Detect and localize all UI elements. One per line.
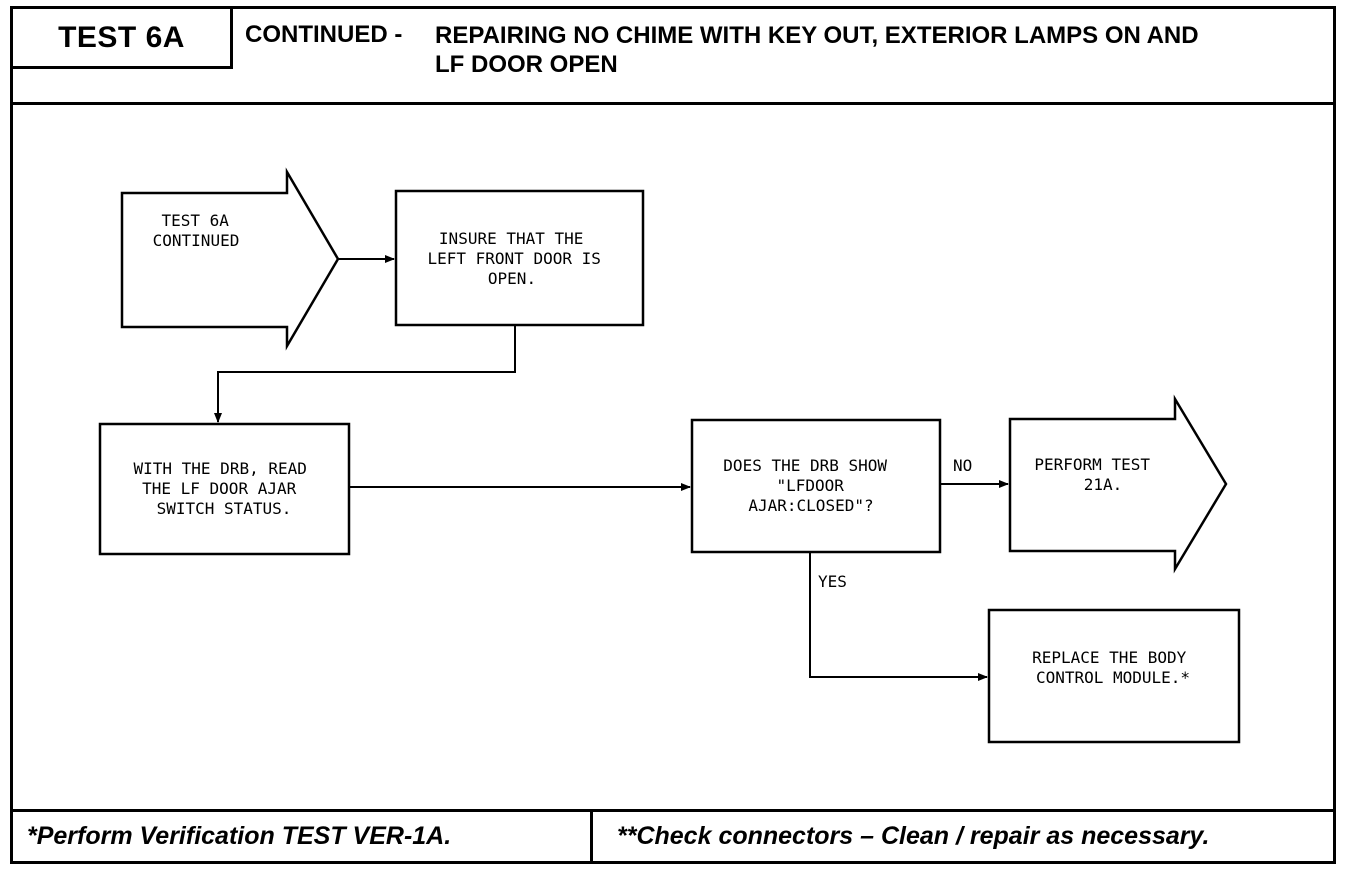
footer-note-left: *Perform Verification TEST VER-1A.: [13, 812, 593, 861]
read-box-line: SWITCH STATUS.: [157, 499, 292, 518]
perform-test-node: PERFORM TEST 21A.: [1008, 394, 1228, 574]
start-node-line: TEST 6A: [161, 211, 229, 230]
replace-box-text: REPLACE THE BODY CONTROL MODULE.*: [1032, 648, 1196, 687]
header: TEST 6A CONTINUED - REPAIRING NO CHIME W…: [13, 9, 1333, 105]
insure-box-line: INSURE THAT THE: [439, 229, 584, 248]
insure-box-text: INSURE THAT THE LEFT FRONT DOOR IS OPEN.: [427, 229, 610, 288]
replace-box-line: REPLACE THE BODY: [1032, 648, 1186, 667]
perform-node-line: 21A.: [1084, 475, 1123, 494]
test-id: TEST 6A: [13, 9, 233, 69]
perform-node-text: PERFORM TEST 21A.: [1034, 455, 1159, 494]
start-node-line: CONTINUED: [153, 231, 240, 250]
insure-box-line: OPEN.: [488, 269, 536, 288]
read-box-text: WITH THE DRB, READ THE LF DOOR AJAR SWIT…: [133, 459, 316, 518]
replace-box-line: CONTROL MODULE.*: [1036, 668, 1190, 687]
read-box-line: WITH THE DRB, READ: [133, 459, 306, 478]
decision-box: DOES THE DRB SHOW "LFDOOR AJAR:CLOSED"?: [690, 418, 942, 554]
arrow-decision-yes: [809, 552, 988, 681]
decision-box-line: DOES THE DRB SHOW: [723, 456, 887, 475]
insure-door-open-box: INSURE THAT THE LEFT FRONT DOOR IS OPEN.: [394, 189, 645, 327]
start-node: TEST 6A CONTINUED: [120, 167, 340, 351]
read-ajar-status-box: WITH THE DRB, READ THE LF DOOR AJAR SWIT…: [98, 422, 351, 556]
read-box-line: THE LF DOOR AJAR: [142, 479, 296, 498]
diagram-frame: TEST 6A CONTINUED - REPAIRING NO CHIME W…: [10, 6, 1336, 864]
page-title: REPAIRING NO CHIME WITH KEY OUT, EXTERIO…: [435, 21, 1315, 79]
footer: *Perform Verification TEST VER-1A. **Che…: [13, 809, 1333, 861]
arrow-insure-to-read: [214, 325, 516, 423]
start-node-text: TEST 6A CONTINUED: [153, 211, 240, 250]
decision-box-line: "LFDOOR: [776, 476, 844, 495]
yes-label: YES: [818, 572, 847, 591]
title-line-2: LF DOOR OPEN: [435, 51, 618, 78]
perform-node-line: PERFORM TEST: [1034, 455, 1150, 474]
replace-module-box: REPLACE THE BODY CONTROL MODULE.*: [987, 608, 1241, 744]
insure-box-line: LEFT FRONT DOOR IS: [427, 249, 600, 268]
decision-box-text: DOES THE DRB SHOW "LFDOOR AJAR:CLOSED"?: [723, 456, 896, 515]
title-prefix: CONTINUED -: [245, 21, 403, 48]
title-line-1: REPAIRING NO CHIME WITH KEY OUT, EXTERIO…: [435, 22, 1199, 49]
decision-box-line: AJAR:CLOSED"?: [748, 496, 873, 515]
no-label: NO: [953, 456, 972, 475]
footer-note-right: **Check connectors – Clean / repair as n…: [617, 822, 1210, 850]
